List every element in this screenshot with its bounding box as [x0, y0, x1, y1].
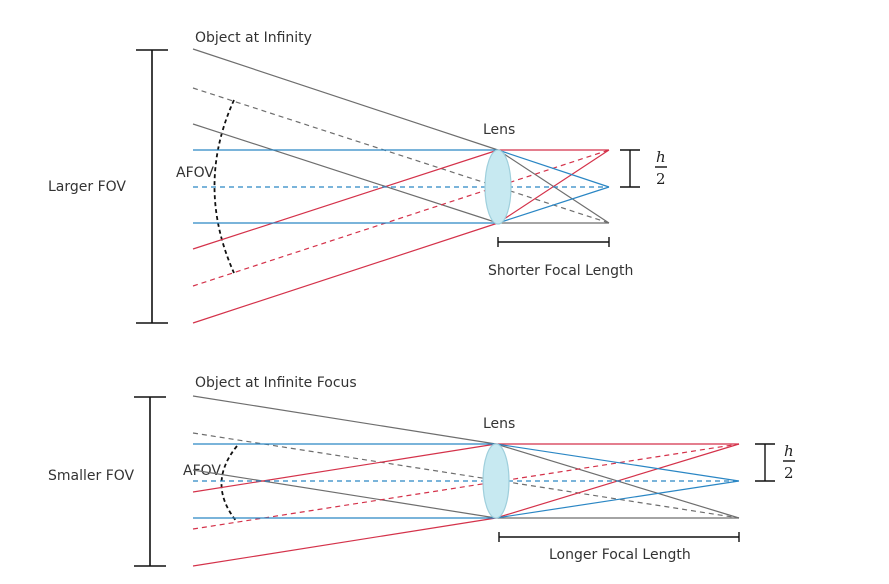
bottom-fov-bracket: [134, 396, 166, 567]
top-h-numerator: h: [656, 148, 666, 166]
bottom-afov-arc: [220, 445, 238, 523]
top-blue-rays: [193, 149, 610, 224]
top-afov-label: AFOV: [176, 165, 214, 181]
top-panel: Larger FOV Object at Infinity AFOV: [48, 30, 667, 324]
top-lens: [484, 149, 512, 225]
bottom-blue-rays: [193, 443, 740, 519]
bottom-focal-dimension: [498, 532, 740, 542]
bottom-h-denominator: 2: [784, 464, 794, 482]
bottom-lens: [482, 443, 510, 519]
top-gray-rays: [192, 48, 610, 224]
top-red-rays: [192, 149, 610, 324]
top-fov-bracket: [136, 49, 168, 324]
top-lens-label: Lens: [483, 122, 515, 138]
top-h-denominator: 2: [656, 170, 666, 188]
bottom-lens-label: Lens: [483, 416, 515, 432]
top-afov-arc: [213, 99, 235, 274]
top-object-label: Object at Infinity: [195, 30, 312, 46]
top-focal-dimension: [497, 237, 610, 247]
bottom-panel: Smaller FOV Object at Infinite Focus AFO…: [48, 375, 795, 567]
top-fov-label: Larger FOV: [48, 179, 126, 195]
bottom-object-label: Object at Infinite Focus: [195, 375, 357, 391]
bottom-red-rays: [192, 443, 740, 567]
bottom-fov-label: Smaller FOV: [48, 468, 135, 484]
bottom-h-bracket: [755, 443, 795, 482]
top-focal-label: Shorter Focal Length: [488, 263, 633, 279]
bottom-focal-label: Longer Focal Length: [549, 547, 691, 563]
bottom-h-numerator: h: [784, 442, 794, 460]
top-h-bracket: [620, 149, 667, 188]
